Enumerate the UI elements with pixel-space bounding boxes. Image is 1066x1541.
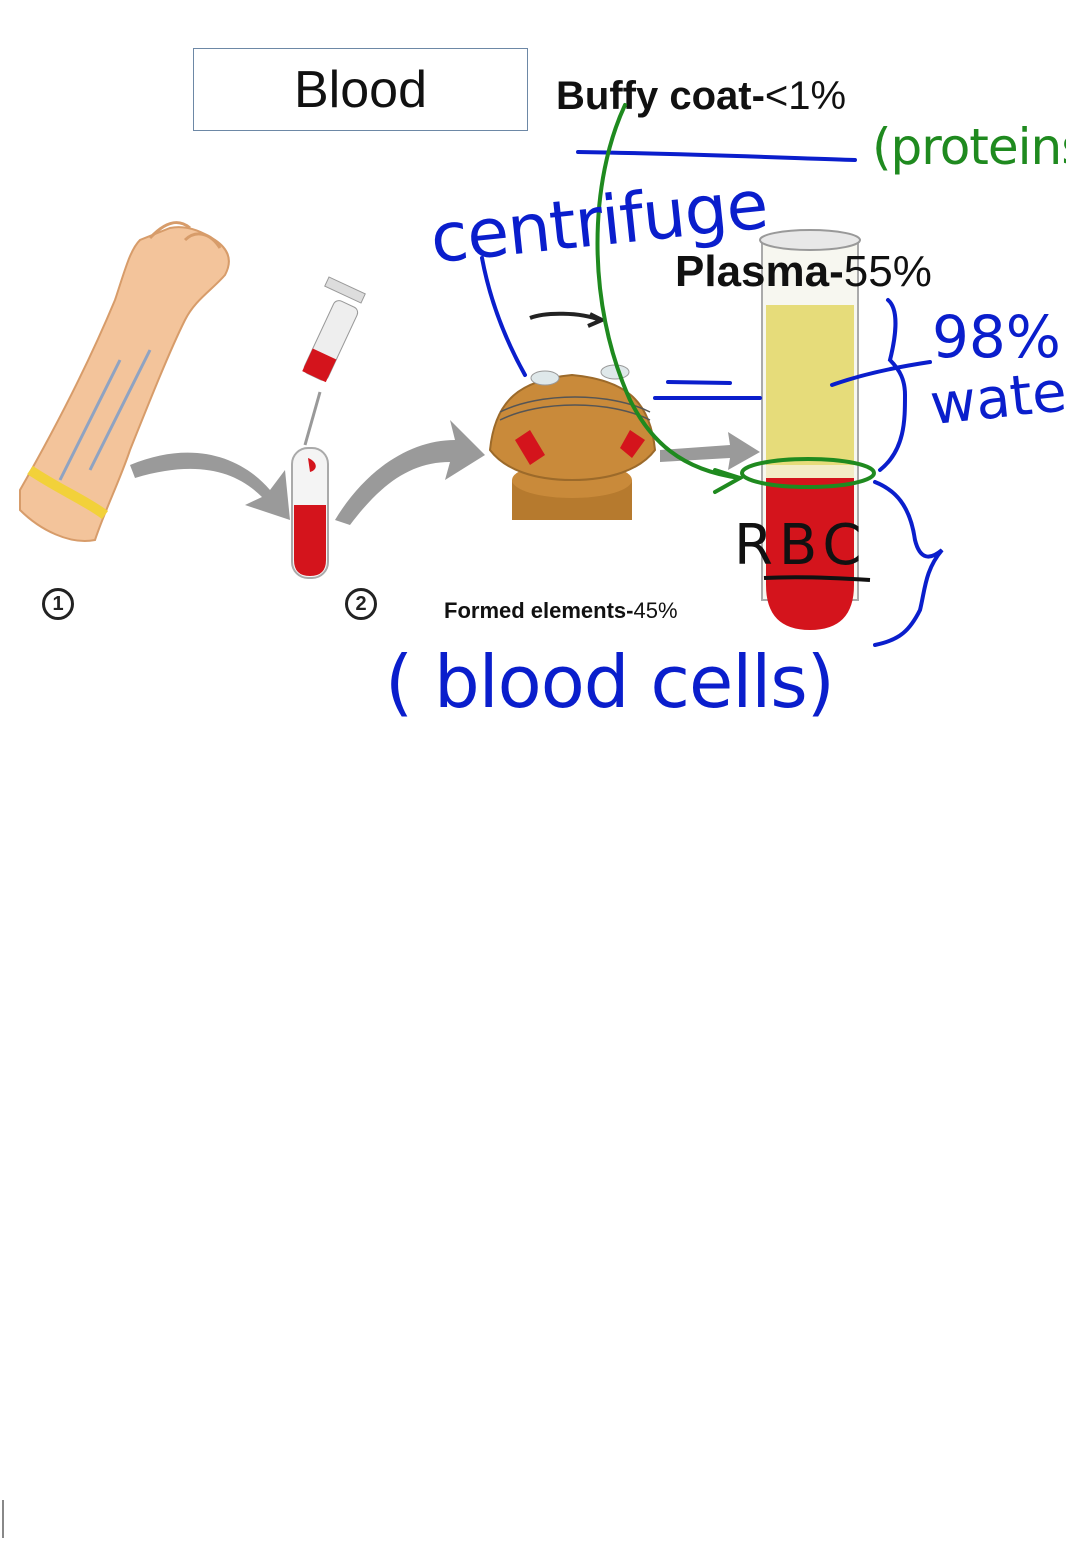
plasma-label: Plasma-55% xyxy=(675,247,932,297)
formed-elements-name: Formed elements- xyxy=(444,598,634,623)
formed-elements-percent: 45% xyxy=(634,598,678,623)
syringe-illustration xyxy=(302,277,365,445)
annotation-rbc: RBC xyxy=(734,513,867,578)
centrifuge-illustration xyxy=(490,314,655,520)
blood-sample-tube xyxy=(292,448,328,578)
page-edge-marker xyxy=(2,1500,4,1538)
step-1-marker: 1 xyxy=(42,588,74,620)
annotation-proteins: (proteins) xyxy=(872,118,1066,176)
plasma-name: Plasma- xyxy=(675,247,844,296)
process-arrow-2 xyxy=(335,420,485,525)
arm-illustration xyxy=(20,223,229,541)
plasma-percent: 55% xyxy=(844,247,932,296)
process-arrow-3 xyxy=(660,432,760,470)
annotation-blood-cells: ( blood cells) xyxy=(385,640,834,724)
step-2-marker: 2 xyxy=(345,588,377,620)
process-arrow-1 xyxy=(130,453,290,520)
formed-elements-label: Formed elements-45% xyxy=(444,598,678,624)
